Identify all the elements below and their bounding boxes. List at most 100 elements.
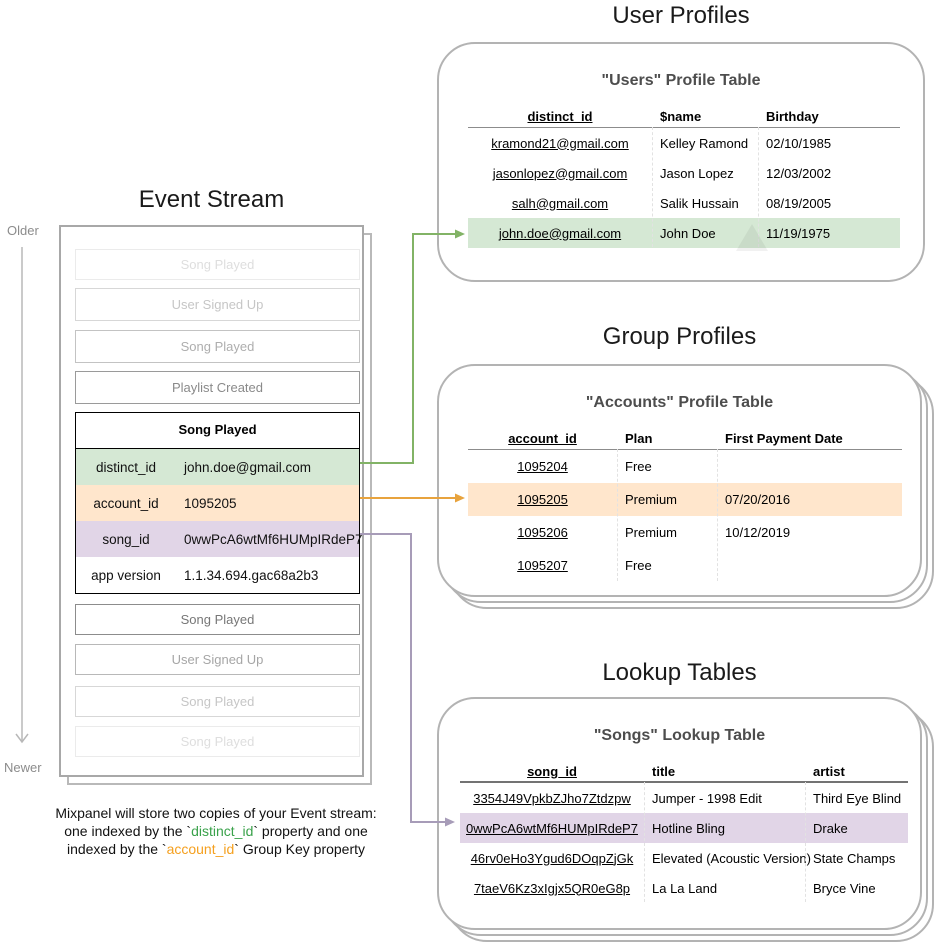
caption-text: ` property and one xyxy=(253,823,368,839)
cell-name: Salik Hussain xyxy=(660,195,739,211)
timeline-arrowhead-icon xyxy=(15,733,29,744)
cell-account-id: 1095206 xyxy=(517,525,568,540)
caption-line-3: indexed by the `account_id` Group Key pr… xyxy=(40,840,392,858)
column-divider xyxy=(717,449,718,581)
songs-table: song_id title artist 3354J49VpkbZJho7Ztd… xyxy=(460,761,908,903)
column-header: title xyxy=(652,763,676,779)
table-row-highlighted: 0wwPcA6wtMf6HUMpIRdeP7 Hotline Bling Dra… xyxy=(460,813,908,843)
accounts-table-title: "Accounts" Profile Table xyxy=(585,394,774,411)
cell-birthday: 08/19/2005 xyxy=(766,195,832,211)
column-divider xyxy=(652,127,653,247)
table-row-highlighted: john.doe@gmail.com John Doe 11/19/1975 xyxy=(468,218,900,248)
event-item: Song Played xyxy=(75,686,360,717)
event-item: Song Played xyxy=(75,604,360,635)
users-table-header: distinct_id $name Birthday xyxy=(468,106,900,126)
property-key: song_id xyxy=(102,531,150,547)
caption-line-2: one indexed by the `distinct_id` propert… xyxy=(40,822,392,840)
column-header: Plan xyxy=(625,430,653,446)
cell-birthday: 11/19/1975 xyxy=(766,225,831,241)
watermark-triangle xyxy=(736,224,768,251)
event-property-row-distinct-id: distinct_id john.doe@gmail.com xyxy=(76,449,359,485)
table-row: 7taeV6Kz3xIgjx5QR0eG8p La La Land Bryce … xyxy=(460,873,908,903)
column-header: distinct_id xyxy=(527,108,593,124)
cell-song-id: 46rv0eHo3Ygud6DOqpZjGk xyxy=(470,850,634,866)
column-divider xyxy=(758,127,759,247)
cell-name: John Doe xyxy=(660,225,716,241)
selected-event-name: Song Played xyxy=(76,413,359,449)
event-item: Song Played xyxy=(75,726,360,757)
cell-birthday: 02/10/1985 xyxy=(766,135,832,151)
event-item: Playlist Created xyxy=(75,371,360,404)
cell-title: Elevated (Acoustic Version) xyxy=(652,850,811,866)
caption-text: one indexed by the ` xyxy=(64,823,192,839)
property-value: 1095205 xyxy=(184,495,237,511)
property-key: account_id xyxy=(93,495,159,511)
cell-title: Hotline Bling xyxy=(652,820,725,836)
property-key: distinct_id xyxy=(95,459,157,475)
caption-account-id-code: account_id xyxy=(166,841,235,857)
cell-song-id: 3354J49VpkbZJho7Ztdzpw xyxy=(473,790,631,806)
table-row: 1095206 Premium 10/12/2019 xyxy=(468,516,902,549)
column-divider xyxy=(805,782,806,902)
header-divider xyxy=(460,781,908,783)
event-property-row-app-version: app version 1.1.34.694.gac68a2b3 xyxy=(76,557,359,593)
cell-distinct-id: kramond21@gmail.com xyxy=(491,135,629,151)
event-property-row-account-id: account_id 1095205 xyxy=(76,485,359,521)
table-row: 3354J49VpkbZJho7Ztdzpw Jumper - 1998 Edi… xyxy=(460,783,908,813)
cell-title: La La Land xyxy=(652,880,718,896)
song-id-connector xyxy=(360,533,445,823)
cell-artist: Bryce Vine xyxy=(813,880,876,896)
table-row: 1095204 Free xyxy=(468,450,902,483)
column-header: $name xyxy=(660,108,702,124)
cell-account-id: 1095207 xyxy=(517,558,568,573)
event-item: User Signed Up xyxy=(75,644,360,675)
cell-first-payment: 07/20/2016 xyxy=(725,492,791,507)
older-label: Older xyxy=(7,223,39,238)
user-profiles-card: "Users" Profile Table distinct_id $name … xyxy=(437,42,925,282)
property-value: 0wwPcA6wtMf6HUMpIRdeP7 xyxy=(184,531,363,547)
cell-account-id: 1095205 xyxy=(517,492,568,507)
table-row: jasonlopez@gmail.com Jason Lopez 12/03/2… xyxy=(468,158,900,188)
caption-distinct-id-code: distinct_id xyxy=(191,823,254,839)
caption-text: ` Group Key property xyxy=(234,841,366,857)
cell-name: Jason Lopez xyxy=(660,165,734,181)
group-profiles-title: Group Profiles xyxy=(602,323,757,350)
cell-name: Kelley Ramond xyxy=(660,135,749,151)
footnote-caption: Mixpanel will store two copies of your E… xyxy=(40,804,392,858)
newer-label: Newer xyxy=(4,760,42,775)
cell-distinct-id: jasonlopez@gmail.com xyxy=(492,165,628,181)
event-stream-title: Event Stream xyxy=(138,186,285,213)
cell-artist: Drake xyxy=(813,820,848,836)
table-row: 1095207 Free xyxy=(468,549,902,582)
property-value: 1.1.34.694.gac68a2b3 xyxy=(184,567,319,583)
column-header: song_id xyxy=(527,763,577,779)
cell-title: Jumper - 1998 Edit xyxy=(652,790,762,806)
caption-text: indexed by the ` xyxy=(66,841,167,857)
cell-plan: Free xyxy=(625,558,652,573)
lookup-tables-card: "Songs" Lookup Table song_id title artis… xyxy=(437,697,922,930)
cell-distinct-id: john.doe@gmail.com xyxy=(498,225,622,241)
caption-text: Mixpanel will store two copies of your E… xyxy=(55,805,377,821)
cell-plan: Premium xyxy=(625,492,678,507)
cell-song-id: 7taeV6Kz3xIgjx5QR0eG8p xyxy=(473,880,631,896)
cell-distinct-id: salh@gmail.com xyxy=(511,195,609,211)
group-profiles-card: "Accounts" Profile Table account_id Plan… xyxy=(437,364,922,597)
column-divider xyxy=(644,782,645,902)
table-row-highlighted: 1095205 Premium 07/20/2016 xyxy=(468,483,902,516)
column-header: Birthday xyxy=(766,108,819,124)
user-profiles-title: User Profiles xyxy=(612,2,750,29)
cell-artist: State Champs xyxy=(813,850,896,866)
lookup-tables-title: Lookup Tables xyxy=(602,659,757,686)
column-divider xyxy=(617,449,618,581)
event-item: Song Played xyxy=(75,249,360,280)
event-stream-container: Song Played User Signed Up Song Played P… xyxy=(59,225,364,777)
column-header: account_id xyxy=(508,430,577,446)
cell-song-id: 0wwPcA6wtMf6HUMpIRdeP7 xyxy=(466,820,638,836)
table-row: salh@gmail.com Salik Hussain 08/19/2005 xyxy=(468,188,900,218)
cell-first-payment: 10/12/2019 xyxy=(725,525,791,540)
cell-account-id: 1095204 xyxy=(517,459,568,474)
accounts-table: account_id Plan First Payment Date 10952… xyxy=(468,428,902,582)
cell-plan: Free xyxy=(625,459,652,474)
caption-line-1: Mixpanel will store two copies of your E… xyxy=(40,804,392,822)
